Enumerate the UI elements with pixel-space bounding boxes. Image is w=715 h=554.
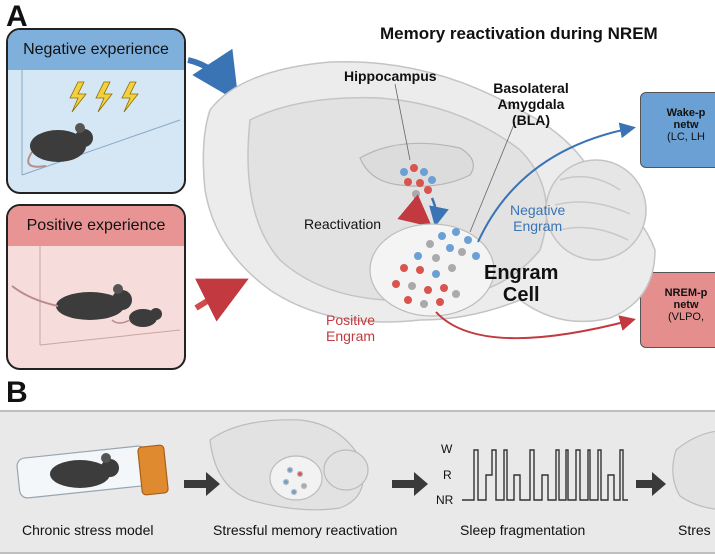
bla-label: Basolateral Amygdala (BLA) xyxy=(486,80,576,128)
nrem-box-line1: NREM-p xyxy=(664,287,708,299)
brain-icon xyxy=(672,430,715,510)
mouse-icon xyxy=(11,284,162,327)
negative-engram-line2: Engram xyxy=(513,218,563,234)
arrow-icon xyxy=(392,472,428,496)
positive-engram-label: Positive Engram xyxy=(326,312,375,344)
positive-box-scene xyxy=(11,246,181,346)
wake-box-line3: (LC, LH xyxy=(667,131,705,143)
engram-cell-line1: Engram xyxy=(484,262,559,284)
positive-experience-box: Positive experience xyxy=(6,204,186,370)
arrow-icon xyxy=(636,472,666,496)
positive-engram-line1: Positive xyxy=(326,312,376,328)
diagram-title: Memory reactivation during NREM xyxy=(380,24,658,43)
sleep-axis-rem: R xyxy=(443,468,452,482)
sleep-hypnogram xyxy=(462,449,628,501)
engram-cell-cluster xyxy=(369,223,495,317)
negative-box-scene xyxy=(21,70,181,176)
nrem-box-line3: (VLPO, xyxy=(667,311,705,323)
wake-box-line1: Wake-p xyxy=(666,107,706,119)
arrow-icon xyxy=(194,278,249,322)
sleep-axis-nrem: NR xyxy=(436,493,454,507)
panel-b-letter: B xyxy=(6,376,28,409)
reactivation-label: Reactivation xyxy=(304,216,382,232)
positive-engram-line2: Engram xyxy=(326,328,376,344)
bla-label-line3: (BLA) xyxy=(511,112,551,128)
bla-label-line1: Basolateral xyxy=(493,80,569,96)
positive-experience-label: Positive experience xyxy=(8,206,184,246)
arrow-icon xyxy=(184,472,220,496)
mouse-icon xyxy=(27,123,93,168)
panel-a-letter: A xyxy=(6,0,28,33)
hippocampus-region xyxy=(359,142,474,198)
nrem-box-line2: netw xyxy=(673,299,699,311)
sleep-axis-wake: W xyxy=(441,442,453,456)
mouse-icon xyxy=(50,453,119,488)
negative-engram-label: Negative Engram xyxy=(510,202,565,234)
caption-memory-reactivation: Stressful memory reactivation xyxy=(213,522,398,538)
nrem-promoting-network-box: NREM-p netw (VLPO, xyxy=(640,272,715,348)
negative-experience-label: Negative experience xyxy=(8,30,184,70)
caption-chronic-stress: Chronic stress model xyxy=(22,522,154,538)
caption-sleep-fragmentation: Sleep fragmentation xyxy=(460,522,586,538)
caption-stress-cut: Stres xyxy=(678,522,711,538)
engram-cell-line2: Cell xyxy=(502,284,540,306)
brain-icon xyxy=(209,419,369,511)
wake-promoting-network-box: Wake-p netw (LC, LH xyxy=(640,92,715,168)
negative-engram-line1: Negative xyxy=(510,202,566,218)
wake-box-line2: netw xyxy=(673,119,699,131)
hippocampus-label: Hippocampus xyxy=(344,68,437,84)
engram-cell-label: Engram Cell xyxy=(484,262,558,306)
lightning-icon xyxy=(69,81,139,113)
arrow-icon xyxy=(187,48,239,103)
negative-experience-box: Negative experience xyxy=(6,28,186,194)
bla-label-line2: Amygdala xyxy=(497,96,565,112)
